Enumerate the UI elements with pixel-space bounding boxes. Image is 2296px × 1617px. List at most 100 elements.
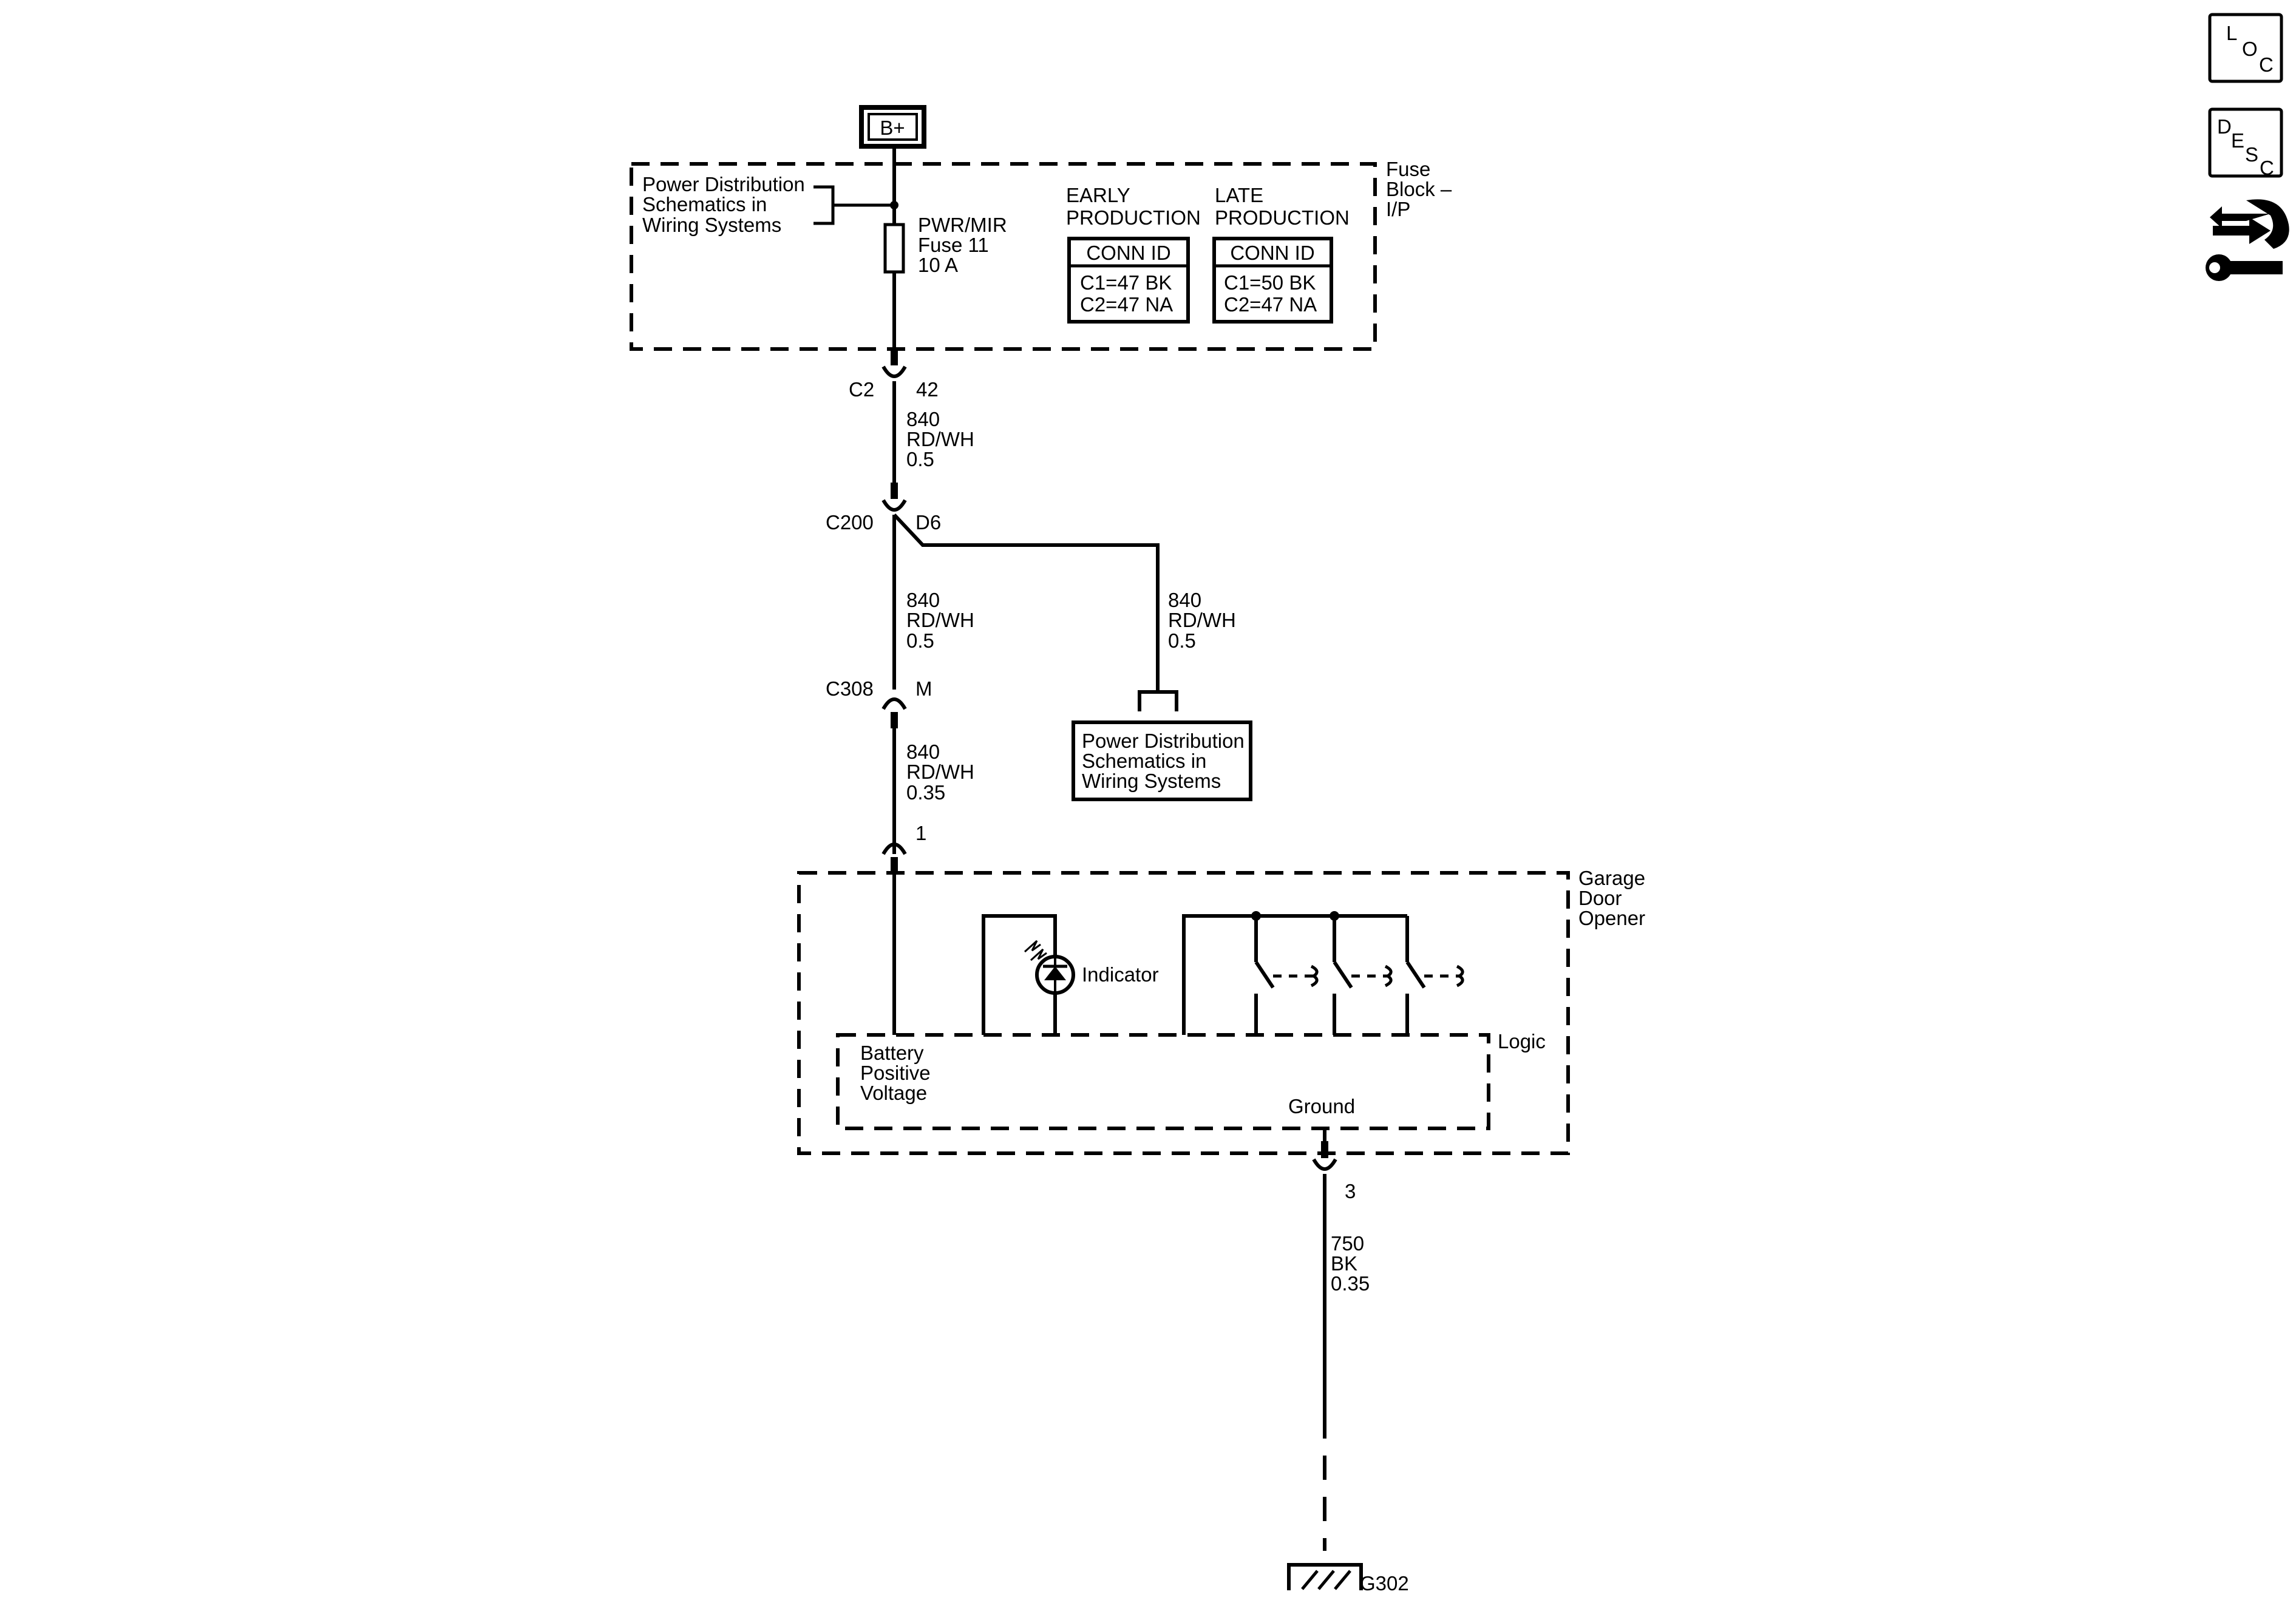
branch-connector-symbol [1138,690,1178,711]
fuse-block-outline [630,162,1377,351]
fuse-label: PWR/MIR Fuse 11 10 A [918,214,1007,276]
svg-text:Garage: Garage [1578,867,1645,889]
svg-text:C1=47 BK: C1=47 BK [1080,271,1172,294]
svg-text:CONN ID: CONN ID [1230,242,1314,264]
connector-c200[interactable]: C200 D6 [826,483,941,534]
connector-c308[interactable]: C308 M [826,677,932,728]
svg-text:Block –: Block – [1386,178,1452,200]
svg-text:PWR/MIR: PWR/MIR [918,214,1007,236]
svg-text:Power Distribution: Power Distribution [1082,730,1245,752]
svg-text:840: 840 [906,589,940,611]
loc-button[interactable]: L O C [2208,13,2283,83]
fuse-block-ref-note[interactable]: Power Distribution Schematics in Wiring … [642,173,805,236]
svg-text:Battery: Battery [860,1042,924,1064]
connector-repair-icon [2206,199,2289,281]
svg-text:840: 840 [906,408,940,430]
svg-text:C308: C308 [826,677,874,700]
svg-text:0.5: 0.5 [906,629,934,652]
svg-text:PRODUCTION: PRODUCTION [1066,206,1201,229]
svg-text:D6: D6 [915,511,941,534]
connector-repair-button[interactable] [2206,199,2289,281]
svg-text:C2=47 NA: C2=47 NA [1224,293,1317,316]
fuse-symbol [883,223,905,274]
svg-text:CONN ID: CONN ID [1086,242,1170,264]
svg-text:LATE: LATE [1215,184,1263,206]
ground-label: Ground [1288,1095,1355,1117]
svg-text:RD/WH: RD/WH [906,761,974,783]
garage-door-opener-name: Garage Door Opener [1578,867,1645,929]
svg-text:0.5: 0.5 [1168,629,1196,652]
wire-label-840-branch: 840 RD/WH 0.5 [1168,589,1236,652]
switch-2 [1333,961,1393,1035]
svg-text:840: 840 [1168,589,1201,611]
desc-letter-s: S [2245,143,2258,166]
early-production-table: EARLY PRODUCTION CONN ID C1=47 BK C2=47 … [1066,184,1201,324]
svg-text:Power Distribution: Power Distribution [642,173,805,195]
indicator-wire [982,914,1057,1035]
svg-text:RD/WH: RD/WH [1168,609,1236,631]
svg-text:42: 42 [916,378,939,401]
connector-c2[interactable]: C2 42 [849,349,939,401]
connector-gdo-pin-1[interactable]: 1 [881,822,926,874]
power-distribution-ref-box[interactable]: Power Distribution Schematics in Wiring … [1072,720,1252,801]
svg-text:Schematics in: Schematics in [642,193,767,215]
svg-text:750: 750 [1331,1232,1364,1255]
wire-label-840-c2-c200: 840 RD/WH 0.5 [906,408,974,470]
svg-text:RD/WH: RD/WH [906,609,974,631]
svg-text:10 A: 10 A [918,254,958,276]
switch-1 [1254,961,1319,1035]
wire-label-750-ground: 750 BK 0.35 [1331,1232,1370,1295]
svg-text:Wiring Systems: Wiring Systems [1082,770,1221,792]
logic-label: Logic [1498,1030,1546,1053]
switch-bank [1182,911,1409,1035]
svg-text:1: 1 [915,822,926,844]
svg-text:C2=47 NA: C2=47 NA [1080,293,1173,316]
wire-label-840-c200-c308: 840 RD/WH 0.5 [906,589,974,652]
svg-text:Fuse 11: Fuse 11 [918,234,989,256]
svg-text:Fuse: Fuse [1386,158,1430,180]
svg-text:0.35: 0.35 [906,781,945,804]
battery-terminal: B+ [859,105,926,149]
svg-text:M: M [915,677,932,700]
desc-button[interactable]: D E S C [2208,107,2283,179]
logic-block-outline [836,1033,1490,1130]
svg-text:C1=50 BK: C1=50 BK [1224,271,1316,294]
svg-text:Voltage: Voltage [860,1082,927,1104]
svg-text:840: 840 [906,741,940,763]
late-production-table: LATE PRODUCTION CONN ID C1=50 BK C2=47 N… [1212,184,1350,324]
svg-text:Schematics in: Schematics in [1082,750,1206,772]
loc-letter-l: L [2226,22,2237,44]
connector-gdo-pin-3[interactable]: 3 [1312,1141,1356,1202]
branch-wire [892,513,1160,692]
indicator-led-icon [1024,940,1075,995]
desc-letter-c: C [2260,157,2274,179]
svg-text:BK: BK [1331,1252,1357,1275]
ref-bracket [813,185,894,225]
svg-text:Door: Door [1578,887,1622,909]
desc-letter-e: E [2231,129,2244,152]
svg-text:C2: C2 [849,378,874,401]
battery-label: B+ [880,117,905,139]
svg-text:0.35: 0.35 [1331,1272,1370,1295]
switch-3 [1405,961,1464,1035]
battery-positive-voltage-label: Battery Positive Voltage [860,1042,931,1104]
svg-text:I/P: I/P [1386,198,1410,220]
loc-letter-c: C [2259,53,2274,76]
fuse-block-name: Fuse Block – I/P [1386,158,1452,220]
ground-point-label: G302 [1360,1572,1409,1595]
svg-text:PRODUCTION: PRODUCTION [1215,206,1350,229]
svg-text:C200: C200 [826,511,874,534]
svg-text:Wiring Systems: Wiring Systems [642,214,781,236]
loc-letter-o: O [2242,38,2258,60]
svg-text:EARLY: EARLY [1066,184,1130,206]
ground-symbol-icon [1287,1563,1363,1590]
indicator-label: Indicator [1082,963,1159,986]
svg-text:3: 3 [1345,1180,1356,1202]
wire-label-840-c308-gdo: 840 RD/WH 0.35 [906,741,974,804]
svg-text:Positive: Positive [860,1062,931,1084]
svg-text:Opener: Opener [1578,907,1645,929]
desc-letter-d: D [2217,115,2232,138]
svg-text:RD/WH: RD/WH [906,428,974,450]
garage-door-opener-outline [797,871,1570,1155]
